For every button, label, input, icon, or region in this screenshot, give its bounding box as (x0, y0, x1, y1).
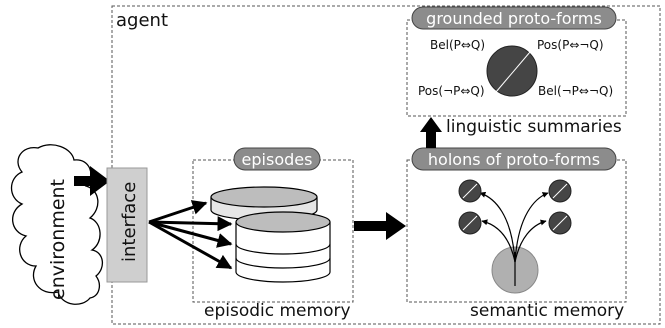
semantic-to-grounded-arrow (420, 117, 442, 148)
environment-to-interface-arrow (74, 166, 110, 196)
label-pos-p-iff-not-q: Pos(P⇔¬Q) (537, 38, 604, 52)
label-bel-not-p-iff-not-q: Bel(¬P⇔¬Q) (538, 84, 613, 98)
agent-label: agent (116, 10, 168, 31)
linguistic-summaries-caption: linguistic summaries (446, 117, 622, 137)
episodes-database (210, 186, 331, 283)
grounded-header: grounded proto-forms (426, 9, 602, 28)
episodes-header: episodes (242, 150, 313, 169)
episodic-to-semantic-arrow (354, 212, 406, 240)
holon-small-circles (458, 179, 572, 235)
episodic-memory-caption: episodic memory (204, 301, 351, 321)
label-pos-not-p-iff-q: Pos(¬P⇔Q) (418, 84, 485, 98)
interface-box (106, 167, 148, 283)
semantic-memory-box (406, 159, 627, 303)
grounded-proto-forms-box (406, 19, 627, 117)
environment-label: environment (47, 179, 69, 300)
holons-header: holons of proto-forms (428, 150, 600, 169)
episodes-pill (233, 147, 321, 171)
interface-to-episodes-arrows (148, 200, 233, 270)
proto-form-circle (486, 45, 538, 97)
agent-box (111, 5, 661, 325)
proto-form-diagonal (495, 51, 531, 93)
holons-pill (411, 147, 617, 171)
interface-label: interface (119, 182, 140, 262)
label-bel-p-iff-q: Bel(P⇔Q) (430, 38, 485, 52)
semantic-memory-caption: semantic memory (470, 301, 624, 321)
holon-structure (458, 179, 572, 294)
grounded-pill (411, 6, 617, 30)
